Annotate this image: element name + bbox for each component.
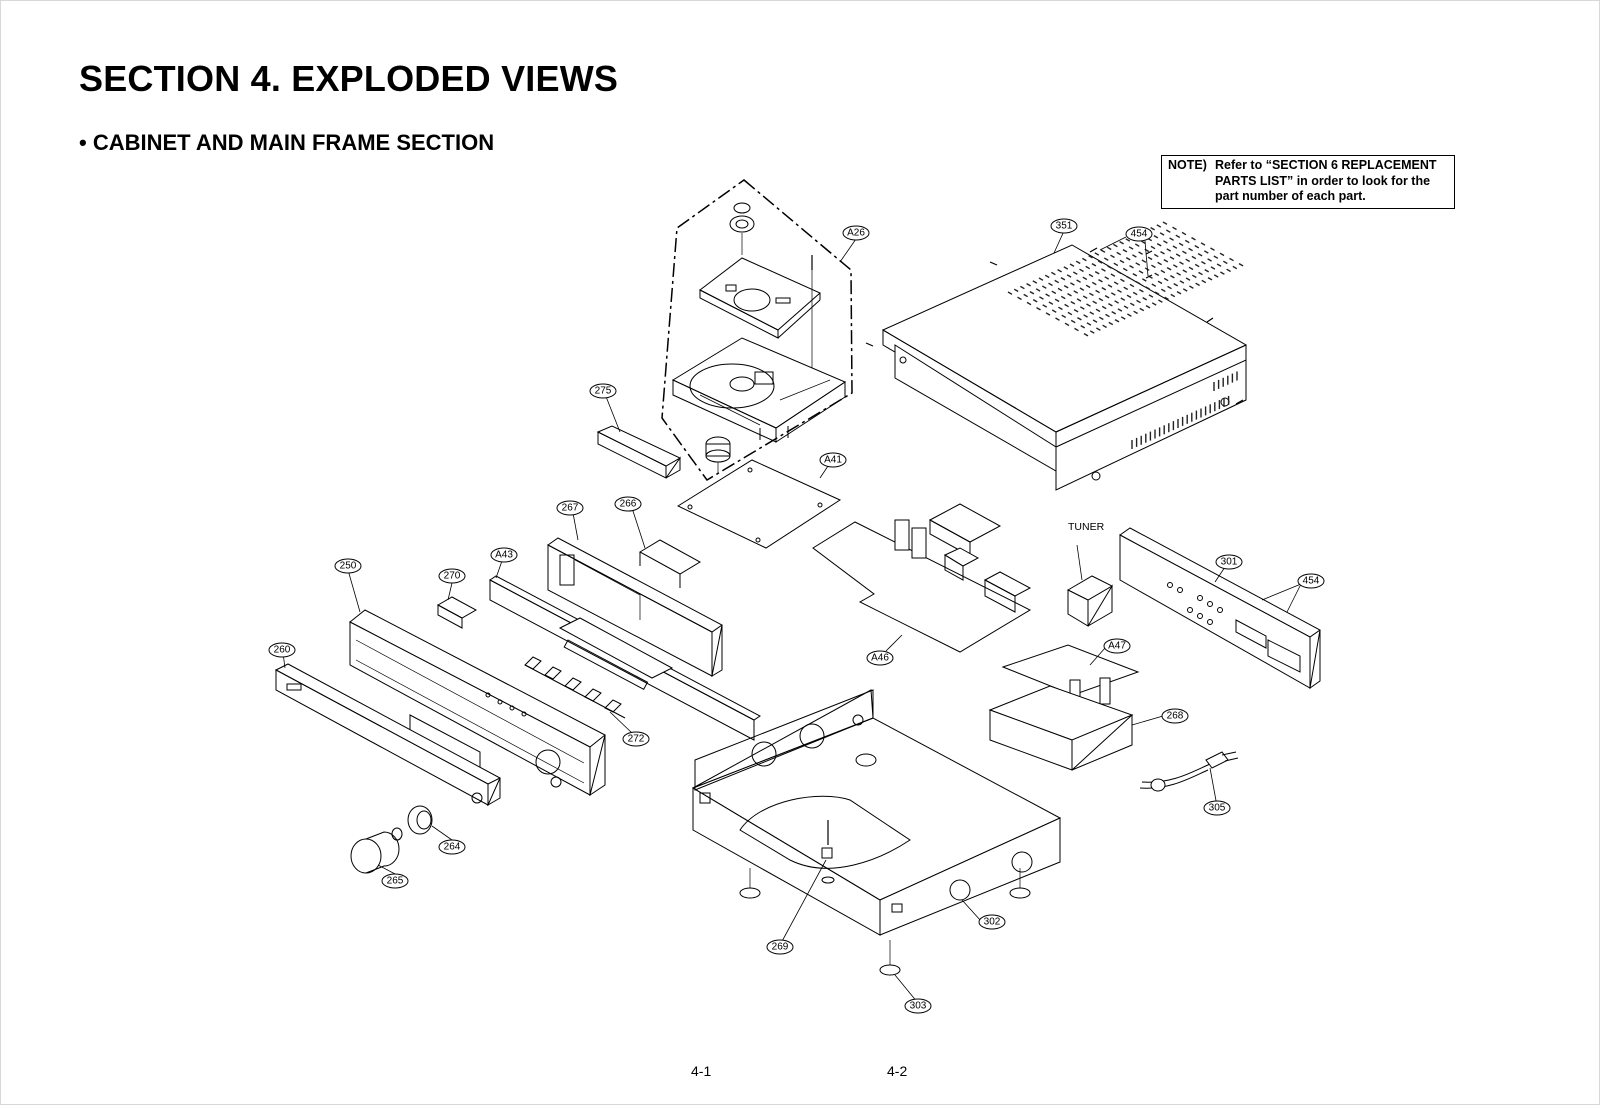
callout-267: 267	[556, 500, 584, 516]
callout-a46: A46	[866, 650, 894, 666]
subsection-title: • CABINET AND MAIN FRAME SECTION	[79, 130, 495, 155]
callout-302: 302	[978, 914, 1006, 930]
window-260	[274, 663, 502, 807]
knob-265	[350, 831, 400, 874]
tuner-module	[1066, 575, 1114, 627]
knob-264	[391, 805, 433, 841]
svg-text:351: 351	[1056, 221, 1073, 232]
note-text: Refer to “SECTION 6 REPLACEMENT PARTS LI…	[1215, 158, 1437, 203]
svg-text:A43: A43	[495, 550, 513, 561]
callout-a26: A26	[842, 225, 870, 241]
svg-text:270: 270	[444, 571, 461, 582]
svg-text:268: 268	[1167, 711, 1184, 722]
callout-250: 250	[334, 558, 362, 574]
bottom-chassis-302	[691, 689, 1062, 936]
callout-a41: A41	[819, 452, 847, 468]
front-frame-267	[547, 537, 723, 678]
svg-text:A46: A46	[871, 653, 889, 664]
svg-text:250: 250	[340, 561, 357, 572]
svg-text:454: 454	[1131, 229, 1148, 240]
callout-301: 301	[1215, 554, 1243, 570]
bracket-266	[638, 539, 702, 588]
main-board-a46	[812, 503, 1032, 653]
tuner-label: TUNER	[1068, 521, 1105, 533]
switch-270	[436, 596, 478, 629]
callout-270: 270	[438, 568, 466, 584]
svg-text:267: 267	[562, 503, 579, 514]
leader-lines	[282, 230, 1302, 1004]
buttons-272	[524, 656, 626, 719]
page-number-right: 4-2	[887, 1063, 908, 1079]
callout-264: 264	[438, 839, 466, 855]
svg-text:A26: A26	[847, 228, 865, 239]
top-cover-351	[881, 221, 1248, 491]
callout-260: 260	[268, 642, 296, 658]
page-number-left: 4-1	[691, 1063, 712, 1079]
section-title: SECTION 4. EXPLODED VIEWS	[79, 58, 619, 99]
part-275-bracket	[596, 425, 682, 479]
callout-272: 272	[622, 731, 650, 747]
callout-269: 269	[766, 939, 794, 955]
svg-text:265: 265	[387, 876, 404, 887]
callout-a47: A47	[1103, 638, 1131, 654]
svg-text:264: 264	[444, 842, 461, 853]
callout-265: 265	[381, 873, 409, 889]
callout-a43: A43	[490, 547, 518, 563]
front-panel-250	[349, 609, 606, 797]
svg-text:269: 269	[772, 942, 789, 953]
svg-text:272: 272	[628, 734, 645, 745]
rear-panel-301	[1119, 527, 1321, 690]
callout-454-right: 454	[1297, 573, 1325, 589]
clip-269	[821, 820, 835, 884]
svg-text:302: 302	[984, 917, 1001, 928]
callout-275: 275	[589, 383, 617, 399]
svg-text:301: 301	[1221, 557, 1238, 568]
callout-305: 305	[1203, 800, 1231, 816]
top-cover-screws	[865, 247, 1244, 405]
tray-268	[988, 685, 1134, 771]
feet-303	[739, 868, 1031, 976]
note-box: NOTE) Refer to “SECTION 6 REPLACEMENT PA…	[1161, 155, 1455, 209]
cd-mechanism-assembly	[661, 179, 853, 481]
pcb-a41	[676, 459, 842, 549]
svg-text:A47: A47	[1108, 641, 1126, 652]
svg-text:260: 260	[274, 645, 291, 656]
svg-text:454: 454	[1303, 576, 1320, 587]
svg-text:A41: A41	[824, 455, 842, 466]
svg-text:266: 266	[620, 499, 637, 510]
svg-text:303: 303	[910, 1001, 927, 1012]
callout-351: 351	[1050, 218, 1078, 234]
pcb-a43	[489, 575, 761, 741]
svg-text:275: 275	[595, 386, 612, 397]
svg-text:305: 305	[1209, 803, 1226, 814]
callout-266: 266	[614, 496, 642, 512]
note-label: NOTE)	[1168, 158, 1207, 172]
callout-303: 303	[904, 998, 932, 1014]
callout-268: 268	[1161, 708, 1189, 724]
power-cord-305	[1139, 751, 1239, 792]
callout-454-top: 454	[1125, 226, 1153, 242]
